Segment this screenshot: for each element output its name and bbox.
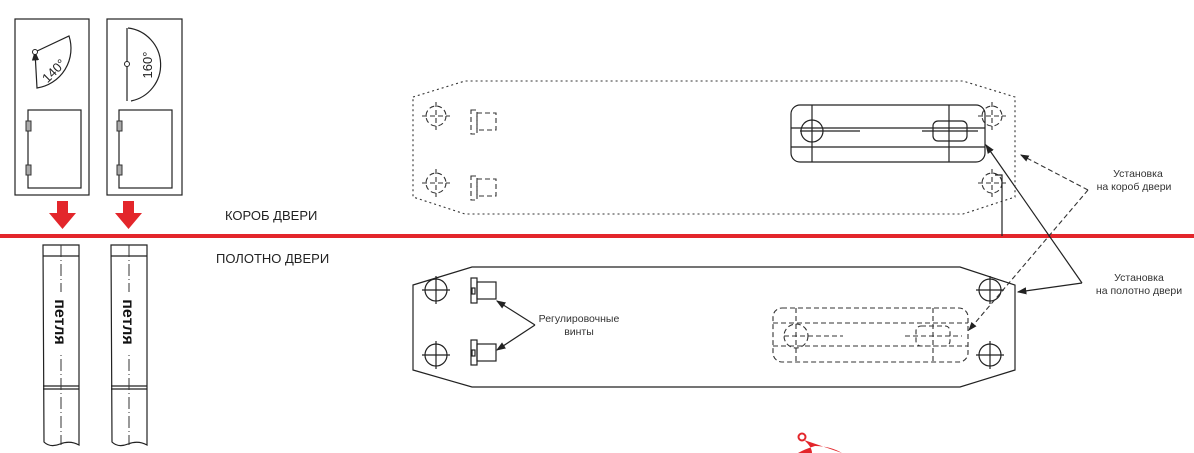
- mount-callouts: [968, 144, 1089, 331]
- screws-label-line2: винты: [564, 326, 594, 338]
- hinge-cylinder-1: петля: [42, 244, 80, 447]
- mount-frame-label-line1: Установка: [1113, 168, 1163, 180]
- adjustment-screw-icon: [470, 277, 497, 304]
- opening-angle-panel-160: 160°: [106, 18, 183, 196]
- leaf-mount-plate: Регулировочные винты: [412, 266, 1016, 388]
- door-closer-body: [790, 104, 986, 163]
- mount-leaf-label-line1: Установка: [1114, 272, 1164, 284]
- screws-label-line1: Регулировочные: [539, 313, 620, 325]
- hinge-icon: [25, 164, 32, 176]
- scissors-icon: [797, 432, 842, 453]
- door-closer-body-hidden: [772, 307, 969, 363]
- leaf-label: ПОЛОТНО ДВЕРИ: [216, 251, 329, 266]
- hinge-icon: [116, 164, 123, 176]
- frame-leaf-divider: [0, 234, 1194, 238]
- angle-label-160: 160°: [140, 52, 155, 79]
- hinge-icon: [25, 120, 32, 132]
- hinge-label: петля: [51, 299, 68, 344]
- opening-angle-panel-140: 140°: [14, 18, 90, 196]
- door-icon: [27, 109, 82, 189]
- frame-label: КОРОБ ДВЕРИ: [225, 208, 317, 223]
- mount-frame-label-line2: на короб двери: [1097, 181, 1172, 193]
- hinge-cylinder-2: петля: [110, 244, 148, 447]
- down-arrow-icon: [49, 201, 76, 229]
- hinge-icon: [116, 120, 123, 132]
- mount-leaf-label-line2: на полотно двери: [1096, 285, 1182, 297]
- adjustment-screw-icon: [470, 339, 497, 366]
- frame-mount-plate: [412, 80, 1016, 236]
- down-arrow-icon: [115, 201, 142, 229]
- hinge-label: петля: [119, 299, 136, 344]
- door-icon: [118, 109, 173, 189]
- angle-label-140: 140°: [39, 56, 69, 86]
